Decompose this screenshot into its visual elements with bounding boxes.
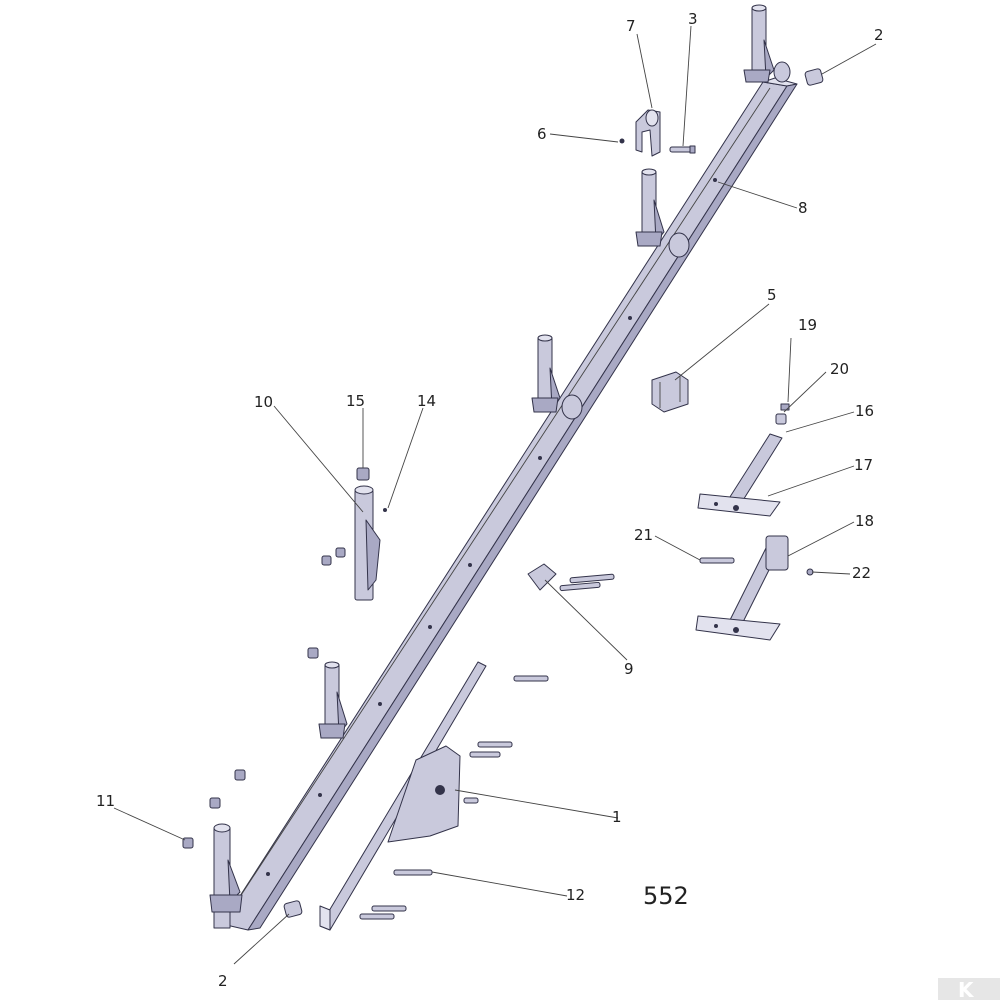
- tine-holder-top: [743, 4, 791, 83]
- callout-14: 14: [417, 392, 436, 410]
- leader-8: [717, 181, 798, 209]
- figure-number: 552: [643, 882, 689, 910]
- callout-3: 3: [688, 10, 698, 28]
- tine-holder-lower: [307, 647, 348, 739]
- brand-logo-watermark: K: [938, 978, 1000, 1000]
- callout-9: 9: [624, 660, 634, 678]
- callout-18: 18: [855, 512, 874, 530]
- tine-holder-middle: [531, 334, 583, 420]
- callout-15: 15: [346, 392, 365, 410]
- bolt-3: [669, 145, 696, 154]
- leader-21: [654, 535, 701, 561]
- callout-12: 12: [566, 886, 585, 904]
- leader-11: [113, 807, 186, 841]
- leader-1: [454, 789, 619, 819]
- leader-22: [811, 571, 851, 575]
- tine-holder-bottom: [209, 823, 243, 929]
- leader-3: [682, 25, 692, 147]
- loose-nuts: [182, 769, 246, 849]
- callout-1: 1: [612, 808, 622, 826]
- leader-10: [273, 405, 364, 513]
- spring-tine-assembly: [695, 403, 814, 641]
- leader-19: [787, 337, 792, 403]
- leader-5: [674, 303, 770, 381]
- callout-2-top: 2: [874, 26, 884, 44]
- leader-16: [785, 411, 855, 433]
- leader-20: [783, 371, 827, 413]
- tine-holder-upper: [635, 168, 690, 258]
- spacer-bush-bottom: [283, 900, 303, 918]
- bolts-12: [359, 869, 433, 920]
- callout-22: 22: [852, 564, 871, 582]
- main-beam: [221, 77, 798, 931]
- spacer-bush-top: [804, 68, 824, 86]
- u-bracket: [651, 371, 689, 413]
- clamp-plate: [527, 563, 615, 592]
- leader-2-bottom: [233, 913, 290, 965]
- callout-6: 6: [537, 125, 547, 143]
- callout-21: 21: [634, 526, 653, 544]
- callout-5: 5: [767, 286, 777, 304]
- callout-8: 8: [798, 199, 808, 217]
- leader-6: [549, 133, 619, 143]
- leader-7: [636, 33, 653, 109]
- callout-19: 19: [798, 316, 817, 334]
- leader-18: [787, 521, 855, 557]
- callout-16: 16: [855, 402, 874, 420]
- mounting-plate: [319, 661, 549, 931]
- callout-2-bottom: 2: [218, 972, 228, 990]
- callout-17: 17: [854, 456, 873, 474]
- callout-10: 10: [254, 393, 273, 411]
- leader-lines: [113, 25, 877, 965]
- leader-14: [387, 407, 424, 509]
- logo-letter: K: [958, 978, 975, 1000]
- leader-17: [767, 465, 855, 497]
- callout-20: 20: [830, 360, 849, 378]
- clevis-bracket: [619, 109, 661, 157]
- callout-7: 7: [626, 17, 636, 35]
- leader-12: [431, 871, 568, 897]
- leader-9: [544, 579, 628, 661]
- callout-labels: 1 2 2 3 5 6 7 8 9 10 11 12 14 15 16 17 1…: [96, 10, 884, 990]
- tine-holder-loose: [321, 467, 387, 601]
- leader-2-top: [821, 43, 877, 75]
- callout-11: 11: [96, 792, 115, 810]
